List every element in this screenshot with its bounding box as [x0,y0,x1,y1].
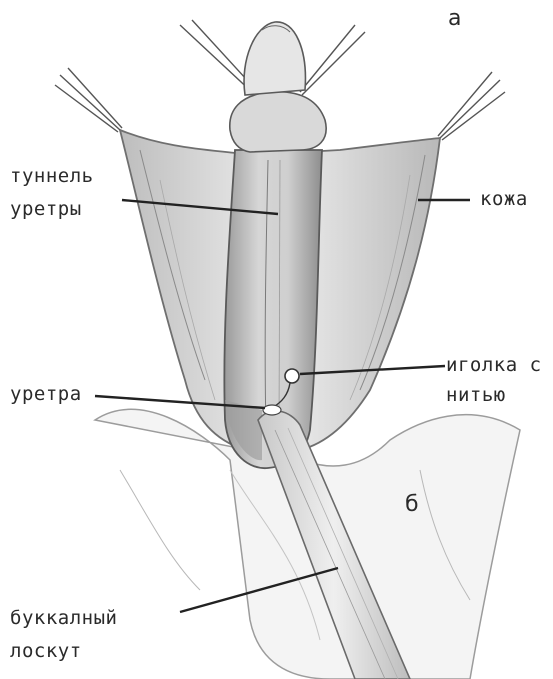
label-needle-line2: нитью [446,382,506,408]
label-skin: кожа [480,186,528,212]
panel-label-b: б [405,492,419,518]
label-urethra-tunnel-line2: уретры [10,196,82,222]
panel-label-a: а [448,6,462,32]
label-urethra-tunnel-line1: туннель [10,163,94,189]
penile-shaft [224,22,326,468]
label-buccal-flap-line1: буккалный [10,605,117,631]
label-buccal-flap-line2: лоскут [10,638,82,664]
label-urethra: уретра [10,381,82,407]
label-needle-line1: иголка с [446,352,542,378]
